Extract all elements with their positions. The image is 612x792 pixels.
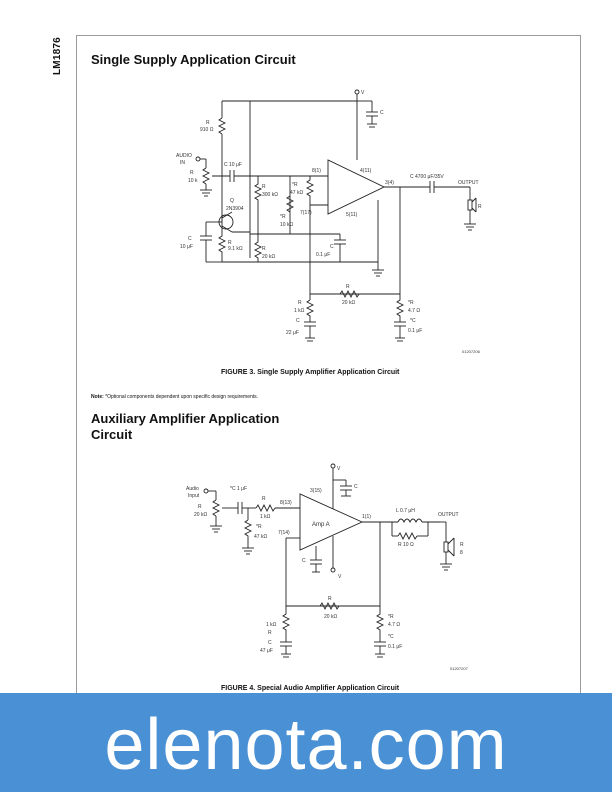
- rsn-value: 4.7 Ω: [408, 308, 420, 314]
- note: Note: *Optional components dependent upo…: [91, 394, 258, 400]
- watermark-text: elenota.com: [104, 704, 508, 785]
- r4-value: 910 Ω: [200, 127, 214, 133]
- aux-csn-label: *C: [388, 634, 394, 640]
- rl-label: R: [478, 204, 482, 210]
- ci-label: C: [296, 318, 300, 324]
- r2-label: R: [228, 240, 232, 246]
- rf-value: 20 kΩ: [342, 300, 355, 306]
- r3-value: 20 kΩ: [262, 254, 275, 260]
- aux-input-label: Input: [188, 493, 200, 499]
- r2-value: 9.1 kΩ: [228, 246, 243, 252]
- rsn-label: *R: [408, 300, 414, 306]
- c2-value: 0.1 μF: [316, 252, 330, 258]
- pin-in-plus: 8(1): [312, 168, 321, 174]
- figure-3-caption: FIGURE 3. Single Supply Amplifier Applic…: [221, 369, 400, 376]
- aux-cs-label: C: [354, 484, 358, 490]
- aux-rsn-label: *R: [388, 614, 394, 620]
- aux-output-label: OUTPUT: [438, 512, 459, 518]
- pin-out: 3(4): [385, 180, 394, 186]
- q1-value: 2N3904: [226, 206, 244, 212]
- aux-ri-label: R: [268, 630, 272, 636]
- aux-rbias-label: *R: [256, 524, 262, 530]
- aux-ci-label: C: [268, 640, 272, 646]
- rv-label: R: [190, 170, 194, 176]
- rin-label: *R: [292, 182, 298, 188]
- aux-csn-value: 0.1 μF: [388, 644, 402, 650]
- pin-gnd: 5(11): [346, 212, 358, 218]
- rb-value: 10 kΩ: [280, 222, 293, 228]
- rb-label: *R: [280, 214, 286, 220]
- r3-label: R: [262, 246, 266, 252]
- r4-label: R: [206, 120, 210, 126]
- ri-value: 1 kΩ: [294, 308, 305, 314]
- note-bold: Note:: [91, 394, 104, 400]
- ri-label: R: [298, 300, 302, 306]
- r1-label: R: [262, 184, 266, 190]
- rf-label: R: [346, 284, 350, 290]
- aux-ci-value: 47 μF: [260, 648, 273, 654]
- fig4-drawing-id: 01207207: [450, 666, 469, 671]
- figure-4-caption: FIGURE 4. Special Audio Amplifier Applic…: [221, 685, 400, 692]
- in-label: IN: [180, 160, 185, 166]
- aux-vcc-label: V: [337, 466, 341, 472]
- aux-cs2-label: C: [302, 558, 306, 564]
- aux-cin-label: *C 1 μF: [230, 486, 247, 492]
- aux-rbias-value: 47 kΩ: [254, 534, 267, 540]
- output-label: OUTPUT: [458, 180, 479, 186]
- csn-value: 0.1 μF: [408, 328, 422, 334]
- aux-rl-label: R: [460, 542, 464, 548]
- pin-in-minus: 7(17): [300, 210, 312, 216]
- note-text: *Optional components dependent upon spec…: [103, 394, 259, 400]
- cout-label: C 4700 μF/35V: [410, 174, 444, 180]
- csn-label: *C: [410, 318, 416, 324]
- aux-rin-label: R: [262, 496, 266, 502]
- vcc-label: V: [361, 90, 365, 96]
- aux-amp-label: Amp A: [312, 522, 330, 528]
- section-title-auxiliary: Auxiliary Amplifier Application Circuit: [91, 411, 280, 442]
- c1-label: C 10 μF: [224, 162, 242, 168]
- aux-vee-label: V: [338, 574, 342, 580]
- fig3-drawing-id: 01207206: [462, 349, 481, 354]
- aux-pin-minus: 7(14): [278, 530, 290, 536]
- rv-value: 10 k: [188, 178, 198, 184]
- aux-rl-value: 8: [460, 550, 463, 556]
- aux-rv-value: 20 kΩ: [194, 512, 207, 518]
- aux-rf-value: 20 kΩ: [324, 614, 337, 620]
- aux-pin-out: 1(1): [362, 514, 371, 520]
- audio-label: AUDIO: [176, 153, 192, 159]
- aux-ri-value: 1 kΩ: [266, 622, 277, 628]
- cb-value: 10 μF: [180, 244, 193, 250]
- ci-value: 22 μF: [286, 330, 299, 336]
- aux-audio-label: Audio: [186, 486, 199, 492]
- aux-pin-v: 3(15): [310, 488, 322, 494]
- c2-label: C: [330, 244, 334, 250]
- q1-label: Q: [230, 198, 234, 204]
- aux-ro-label: R 10 Ω: [398, 542, 414, 548]
- watermark-banner[interactable]: elenota.com: [0, 693, 612, 792]
- section-title-single-supply: Single Supply Application Circuit: [91, 52, 296, 67]
- rin-value: 47 kΩ: [290, 190, 303, 196]
- aux-rsn-value: 4.7 Ω: [388, 622, 400, 628]
- pin-v: 4(11): [360, 168, 372, 174]
- c3-label: C: [380, 110, 384, 116]
- aux-rin-value: 1 kΩ: [260, 514, 271, 520]
- aux-pin-plus: 8(13): [280, 500, 292, 506]
- r1-value: 300 kΩ: [262, 192, 278, 198]
- aux-lo-label: L 0.7 μH: [396, 508, 415, 514]
- cb-label: C: [188, 236, 192, 242]
- aux-rv-label: R: [198, 504, 202, 510]
- aux-rf-label: R: [328, 596, 332, 602]
